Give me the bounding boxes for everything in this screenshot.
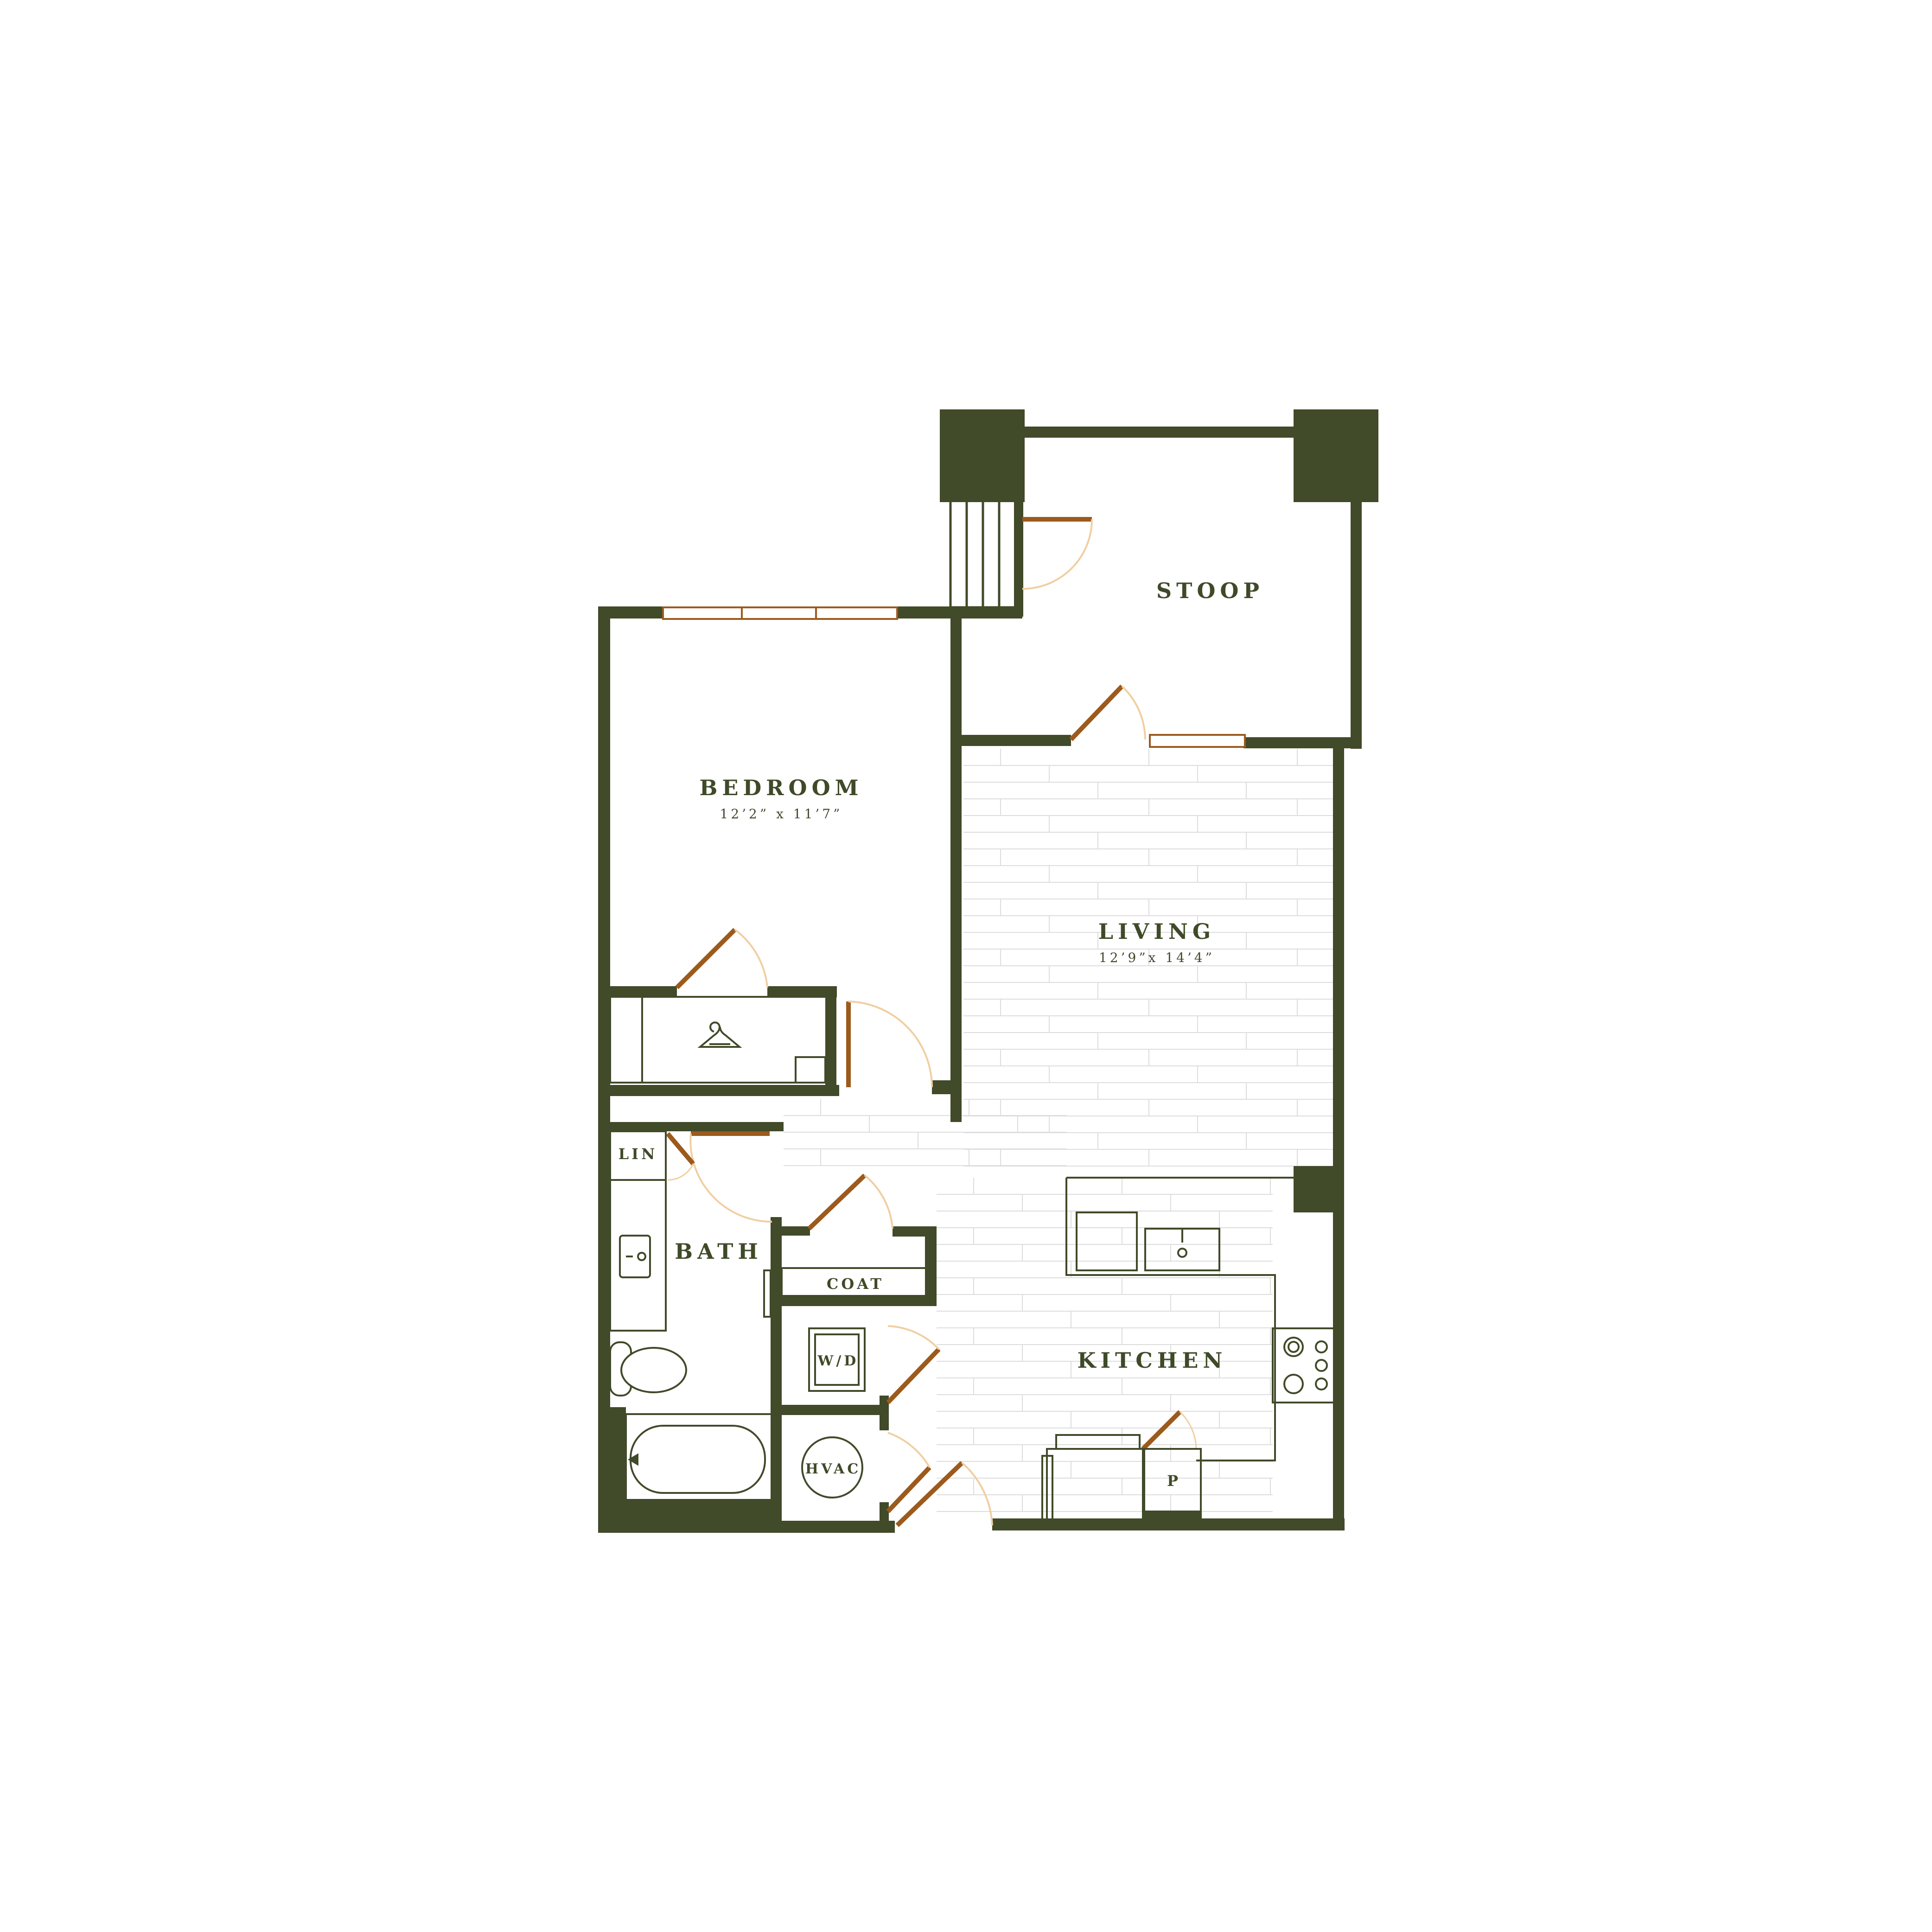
sink-icon — [619, 1235, 651, 1278]
bathtub-icon — [625, 1413, 773, 1501]
front-door — [895, 1461, 964, 1527]
room-label-stoop: STOOP — [1156, 578, 1264, 603]
living-window — [1149, 734, 1246, 748]
stoop-right-wall — [1351, 498, 1362, 749]
labels: STOOP BEDROOM 12’2” x 11’7” LIVING 12’9”… — [618, 578, 1264, 1490]
kitchen-island — [1065, 1177, 1294, 1461]
room-label-bedroom: BEDROOM — [699, 775, 863, 800]
bottom-wall-left — [598, 1521, 895, 1533]
unit-right-wall — [1333, 742, 1344, 1530]
dishwasher — [1076, 1211, 1138, 1271]
room-label-bath: BATH — [675, 1239, 763, 1264]
coat-door — [807, 1173, 867, 1231]
linen-door — [666, 1132, 695, 1166]
hanger-icon — [697, 1021, 742, 1048]
bath-top-wall — [598, 1122, 784, 1131]
bedroom-living-wall — [950, 617, 962, 1122]
stoop-top-wall — [1020, 427, 1298, 438]
coat-top-wall-left — [771, 1226, 810, 1236]
pantry-base — [1142, 1511, 1202, 1523]
room-label-pantry: P — [1167, 1472, 1181, 1490]
closet-top-wall-left — [598, 986, 677, 997]
windows — [662, 606, 1246, 748]
stoop-bottom-wall-left — [960, 735, 1071, 746]
room-dims-living: 12’9”x 14’4” — [1099, 950, 1215, 965]
toilet-icon — [609, 1341, 687, 1396]
floor-planks — [784, 749, 1333, 1512]
laundry-door-stub — [880, 1396, 889, 1430]
pantry-door — [1141, 1410, 1182, 1451]
room-label-coat: COAT — [827, 1275, 884, 1293]
closet-door — [675, 928, 737, 989]
room-label-hvac: HVAC — [805, 1461, 861, 1477]
hvac-unit — [801, 1436, 863, 1498]
hall-right-stub — [932, 1080, 960, 1094]
washer-dryer-icon — [808, 1327, 866, 1392]
room-label-living: LIVING — [1098, 919, 1215, 944]
laundry-door — [886, 1347, 941, 1404]
pillar-left — [940, 409, 1025, 502]
room-dims-bedroom: 12’2” x 11’7” — [720, 806, 843, 822]
bedroom-window — [662, 606, 898, 620]
coat-bottom-wall — [771, 1296, 937, 1306]
hvac-door — [886, 1466, 931, 1513]
closet-bottom-wall — [598, 1085, 839, 1096]
room-label-kitchen: KITCHEN — [1078, 1348, 1227, 1373]
cooktop-icon — [1272, 1327, 1336, 1403]
room-label-linen: LIN — [618, 1145, 658, 1163]
sink-icon — [1144, 1228, 1220, 1271]
stoop-steps — [949, 499, 1017, 609]
pillar-right — [1294, 409, 1378, 502]
walls — [598, 409, 1378, 1533]
room-label-washer-dryer: W/D — [817, 1353, 859, 1369]
kitchen-column — [1294, 1166, 1338, 1212]
doors — [666, 517, 1197, 1527]
bath-vanity — [609, 1179, 667, 1332]
refrigerator-icon — [1041, 1434, 1145, 1526]
unit-left-wall — [598, 606, 610, 1532]
entry-door — [1069, 684, 1124, 741]
closet-shelf — [609, 996, 828, 1084]
laundry-bottom-wall — [771, 1405, 889, 1415]
fixtures — [609, 996, 1336, 1526]
coat-closet — [781, 1267, 927, 1297]
